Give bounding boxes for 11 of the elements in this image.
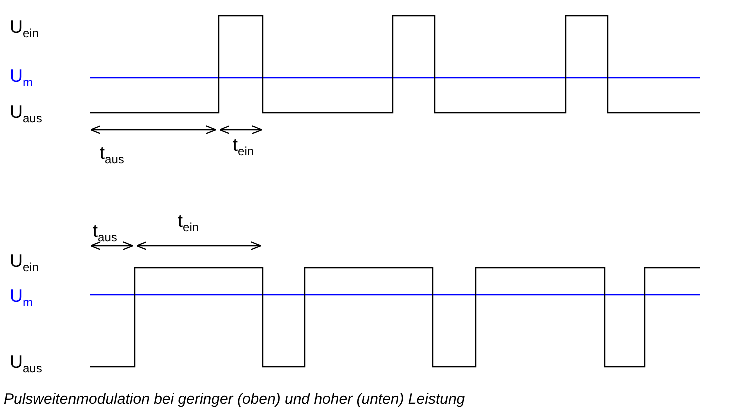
- time-label: t$_{ein}$: [178, 212, 200, 234]
- time-label: t$_{aus}$: [100, 144, 124, 166]
- voltage-label: U$_{m}$: [10, 67, 33, 89]
- caption: Pulsweitenmodulation bei geringer (oben) und hoher (unten) Leistung: [4, 391, 466, 408]
- time-label: t$_{aus}$: [93, 222, 118, 244]
- voltage-label: U$_{aus}$: [10, 103, 42, 125]
- time-label: t$_{ein}$: [233, 136, 254, 158]
- voltage-label: U$_{m}$: [10, 287, 33, 309]
- voltage-label: U$_{ein}$: [10, 18, 40, 40]
- voltage-label: U$_{ein}$: [10, 252, 40, 274]
- voltage-label: U$_{aus}$: [10, 353, 42, 375]
